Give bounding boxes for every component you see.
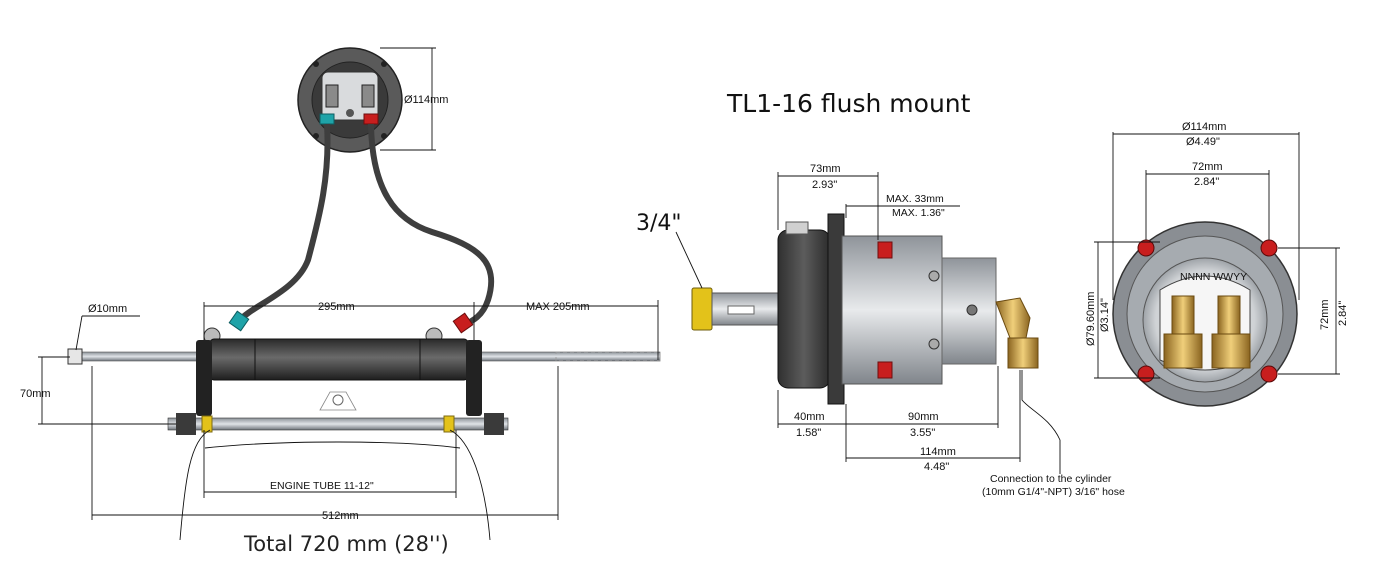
total-length-label: Total 720 mm (28'') [243, 532, 449, 556]
height-dimension-label: 70mm [20, 388, 51, 400]
page-title: TL1-16 flush mount [726, 89, 971, 118]
steering-cylinder [67, 338, 661, 435]
max-extension-label: MAX 205mm [526, 301, 590, 313]
max-33mm-label: MAX. 33mm [886, 193, 944, 205]
width-114mm-label: 114mm [920, 446, 956, 458]
helm-pump-top [297, 47, 403, 153]
width-73in-label: 2.93" [812, 179, 837, 191]
stroke-dimension-label: 295mm [318, 301, 355, 313]
pump-front-view: NNNN WWYY Ø114mm Ø4.49" 72mm 2.84" Ø79.6… [1085, 121, 1349, 407]
pump-diameter-label: Ø114mm [404, 94, 448, 106]
front-h72in-label: 2.84" [1337, 301, 1349, 326]
face-marking: NNNN WWYY [1180, 271, 1247, 283]
connection-note-line2: (10mm G1/4"-NPT) 3/16" hose [982, 486, 1125, 498]
front-d114mm-label: Ø114mm [1182, 121, 1226, 133]
engine-tube-label: ENGINE TUBE 11-12" [270, 480, 374, 492]
connection-note-line1: Connection to the cylinder [990, 473, 1112, 485]
width-73mm-label: 73mm [810, 163, 841, 175]
front-d79mm-label: Ø79.60mm [1085, 292, 1097, 346]
left-assembly-view: Ø114mm [20, 47, 661, 556]
front-w72mm-label: 72mm [1192, 161, 1223, 173]
rod-diameter-label: Ø10mm [88, 303, 127, 315]
front-d114in-label: Ø4.49" [1186, 136, 1220, 148]
max-33in-label: MAX. 1.36" [892, 207, 945, 219]
front-d79in-label: Ø3.14" [1099, 298, 1111, 332]
pump-side-view: 3/4" 73mm 2.93" MAX. 33mm MAX. 1.36" 40m… [636, 163, 1125, 498]
width-40mm-label: 40mm [794, 411, 825, 423]
front-w72in-label: 2.84" [1194, 176, 1219, 188]
width-114in-label: 4.48" [924, 461, 949, 473]
width-90mm-label: 90mm [908, 411, 939, 423]
width-90in-label: 3.55" [910, 427, 935, 439]
front-h72mm-label: 72mm [1319, 299, 1331, 330]
length-dimension-label: 512mm [322, 510, 359, 522]
width-40in-label: 1.58" [796, 427, 821, 439]
nut-size-label: 3/4" [636, 211, 682, 236]
